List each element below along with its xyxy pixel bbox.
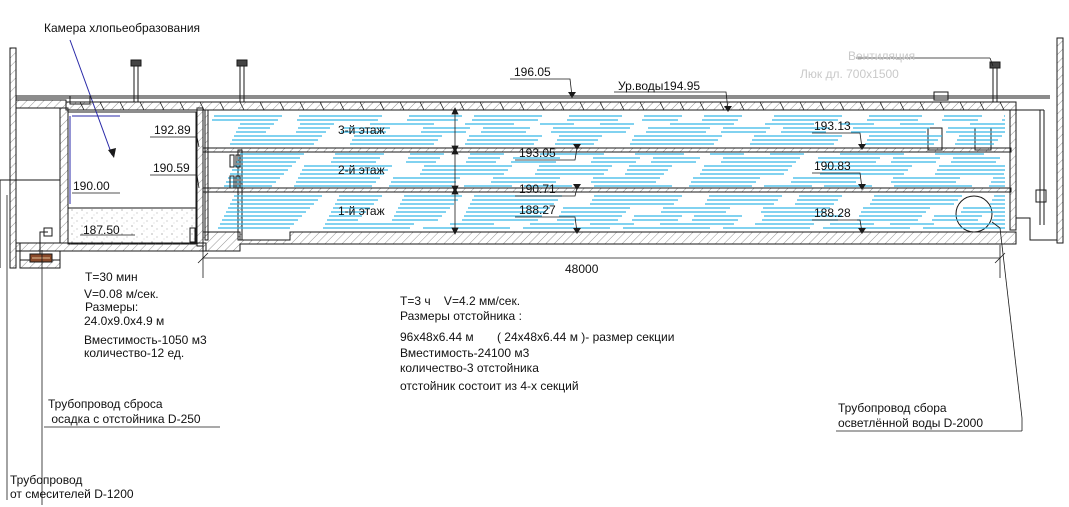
elev-190-59: 190.59 <box>153 161 190 175</box>
roof-tick <box>999 101 1005 111</box>
elev-193-05: 193.05 <box>519 146 556 160</box>
chamber-flow-arrow <box>108 148 116 158</box>
settler-time-velocity: T=3 ч V=4.2 мм/сек. <box>400 294 520 308</box>
roof-tick <box>159 101 165 111</box>
roof-tick <box>139 101 145 111</box>
water-lines <box>212 115 1005 229</box>
roof-tick <box>359 101 365 111</box>
roof-tick <box>659 101 665 111</box>
chamber-sizes-value: 24.0х9.0х4.9 м <box>84 314 164 328</box>
floor-1-label: 1-й этаж <box>338 204 385 218</box>
roof-tick <box>819 101 825 111</box>
chamber-capacity: Вместимость-1050 м3 <box>84 333 207 347</box>
elev-193-13: 193.13 <box>814 119 851 133</box>
roof-tick <box>579 101 585 111</box>
roof-tick <box>599 101 605 111</box>
dimension-48000 <box>197 245 1006 278</box>
mixer-pipe-label-1: Трубопровод <box>10 473 82 487</box>
dimension-total: 48000 <box>565 262 599 276</box>
chamber-count: количество-12 ед. <box>84 346 184 360</box>
roof-tick <box>899 101 905 111</box>
roof-tick <box>239 101 245 111</box>
elev-187-50: 187.50 <box>83 223 120 237</box>
roof-tick <box>719 101 725 111</box>
roof-tick <box>79 101 85 111</box>
roof-tick <box>879 101 885 111</box>
clean-pipe-label-1: Трубопровод сбора <box>838 401 947 415</box>
roof-tick <box>699 101 705 111</box>
roof-tick <box>839 101 845 111</box>
roof-tick <box>859 101 865 111</box>
floor-3-label: 3-й этаж <box>338 123 385 137</box>
roof-tick <box>679 101 685 111</box>
roof-tick <box>619 101 625 111</box>
mixer-pipe-label-2: от смесителей D-1200 <box>10 487 134 501</box>
roof-tick <box>179 101 185 111</box>
settler-capacity: Вместимость-24100 м3 <box>400 346 530 360</box>
floor-dimension-lines <box>451 107 459 235</box>
roof-tick <box>339 101 345 111</box>
elev-190-71: 190.71 <box>519 182 556 196</box>
elev-190-00: 190.00 <box>73 179 110 193</box>
settler-count: количество-3 отстойника <box>400 361 539 375</box>
chamber-time: T=30 мин <box>85 270 138 284</box>
roof-tick <box>199 101 205 111</box>
roof-tick <box>439 101 445 111</box>
roof-tick <box>919 101 925 111</box>
settler-sizes-label: Размеры отстойника : <box>400 309 522 323</box>
roof-tick <box>419 101 425 111</box>
roof-tick <box>979 101 985 111</box>
elevation-markers <box>568 92 866 234</box>
roof-tick <box>799 101 805 111</box>
roof-tick <box>459 101 465 111</box>
roof-tick <box>519 101 525 111</box>
roof-ticks <box>79 101 1005 111</box>
roof-tick <box>779 101 785 111</box>
hatch-faded: Люк дл. 700х1500 <box>800 67 899 81</box>
roof-tick <box>99 101 105 111</box>
sludge-pipe-label-2: осадка с отстойника D-250 <box>48 412 201 426</box>
roof-tick <box>739 101 745 111</box>
roof-tick <box>119 101 125 111</box>
roof-tick <box>279 101 285 111</box>
roof-tick <box>759 101 765 111</box>
roof-tick <box>299 101 305 111</box>
chamber-title: Камера хлопьеобразования <box>44 21 200 35</box>
roof-tick <box>379 101 385 111</box>
labels: Камера хлопьеобразования Вентиляция Люк … <box>10 21 983 501</box>
roof-tick <box>499 101 505 111</box>
roof-tick <box>939 101 945 111</box>
elev-roof: 196.05 <box>514 65 551 79</box>
elev-192-89: 192.89 <box>154 123 191 137</box>
settler-sizes-value: 96х48х6.44 м ( 24х48х6.44 м )- размер се… <box>400 330 674 344</box>
roof-tick <box>319 101 325 111</box>
elev-water-level: Ур.воды194.95 <box>618 79 700 93</box>
callout-leaders <box>6 57 1023 470</box>
sludge-pipe-label-1: Трубопровод сброса <box>48 397 163 411</box>
clean-pipe-label-2: осветлённой воды D-2000 <box>838 416 983 430</box>
floor-2-label: 2-й этаж <box>338 163 385 177</box>
elev-190-83: 190.83 <box>814 159 851 173</box>
settler-sections: отстойник состоит из 4-х секций <box>400 379 579 393</box>
inlet-baffles <box>189 154 241 243</box>
roof-tick <box>259 101 265 111</box>
roof-tick <box>559 101 565 111</box>
roof-tick <box>479 101 485 111</box>
roof-tick <box>539 101 545 111</box>
elev-188-28: 188.28 <box>814 206 851 220</box>
roof-tick <box>959 101 965 111</box>
vent-pipes <box>69 59 1001 105</box>
flocculation-chamber <box>0 47 207 269</box>
elev-188-27: 188.27 <box>519 203 556 217</box>
ventilation-faded: Вентиляция <box>848 49 915 63</box>
callout-underlines <box>6 418 1023 500</box>
roof-tick <box>399 101 405 111</box>
roof-tick <box>639 101 645 111</box>
chamber-velocity: V=0.08 м/сек. <box>84 287 159 301</box>
roof-tick <box>219 101 225 111</box>
sludge-pipe <box>29 227 53 505</box>
chamber-sizes-label: Размеры: <box>85 300 138 314</box>
settler-structure <box>16 37 1064 252</box>
